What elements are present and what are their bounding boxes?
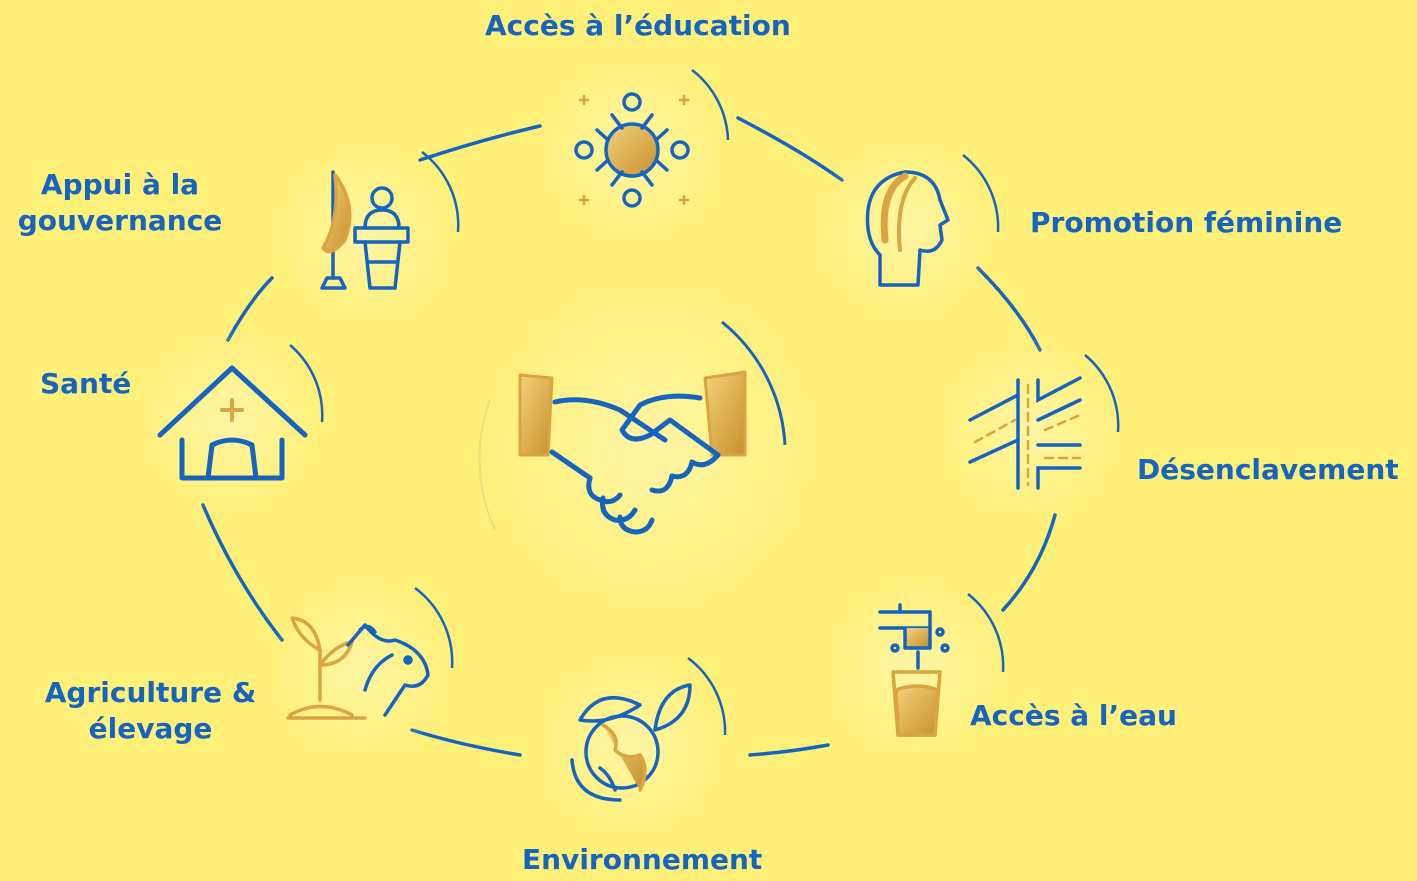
women-halo [813, 138, 997, 322]
label-agriculture-line2: élevage [88, 712, 213, 745]
label-roads: Désenclavement [1137, 453, 1399, 486]
connector-environment-agriculture [410, 728, 522, 757]
road-intersection-icon [968, 376, 1082, 490]
label-water: Accès à l’eau [970, 699, 1177, 732]
water-tap-glass-icon [878, 603, 950, 737]
flag-podium-icon [320, 170, 410, 290]
health-bracket [289, 344, 324, 423]
health-house-icon [157, 365, 308, 481]
governance-bracket [421, 151, 460, 233]
connector-water-environment [748, 743, 830, 757]
earth-leaves-icon [570, 683, 692, 802]
children-globe-icon [574, 92, 690, 208]
label-education: Accès à l’éducation [485, 9, 791, 42]
label-governance-line1: Appui à la [40, 168, 200, 201]
label-health: Santé [40, 367, 132, 400]
handshake-icon [518, 370, 747, 535]
label-governance: Appui à la gouvernance [0, 167, 240, 239]
center-bracket-gold [478, 399, 496, 531]
plant-goat-icon [286, 616, 430, 720]
connector-agriculture-health [201, 503, 284, 642]
label-agriculture-line1: Agriculture & [44, 676, 257, 709]
water-bracket [967, 593, 1005, 673]
connector-roads-water [1001, 513, 1057, 612]
connector-women-roads [976, 266, 1042, 352]
water-halo [823, 578, 1007, 762]
environment-bracket [687, 656, 727, 736]
center-bracket [721, 320, 787, 446]
label-governance-line2: gouvernance [17, 204, 223, 237]
label-agriculture: Agriculture & élevage [38, 675, 263, 747]
connector-education-women [736, 116, 844, 182]
woman-profile-icon [865, 170, 950, 287]
connector-governance-education [418, 124, 542, 162]
roads-bracket [1084, 354, 1120, 433]
environment-halo [535, 650, 725, 840]
agriculture-bracket [414, 586, 454, 669]
agriculture-halo [268, 578, 452, 762]
label-women: Promotion féminine [1030, 206, 1343, 239]
center-halo [480, 275, 820, 615]
women-bracket [962, 154, 1000, 233]
roads-halo [938, 338, 1122, 522]
education-bracket [691, 69, 730, 141]
governance-halo [273, 143, 457, 327]
label-environment: Environnement [522, 843, 763, 876]
